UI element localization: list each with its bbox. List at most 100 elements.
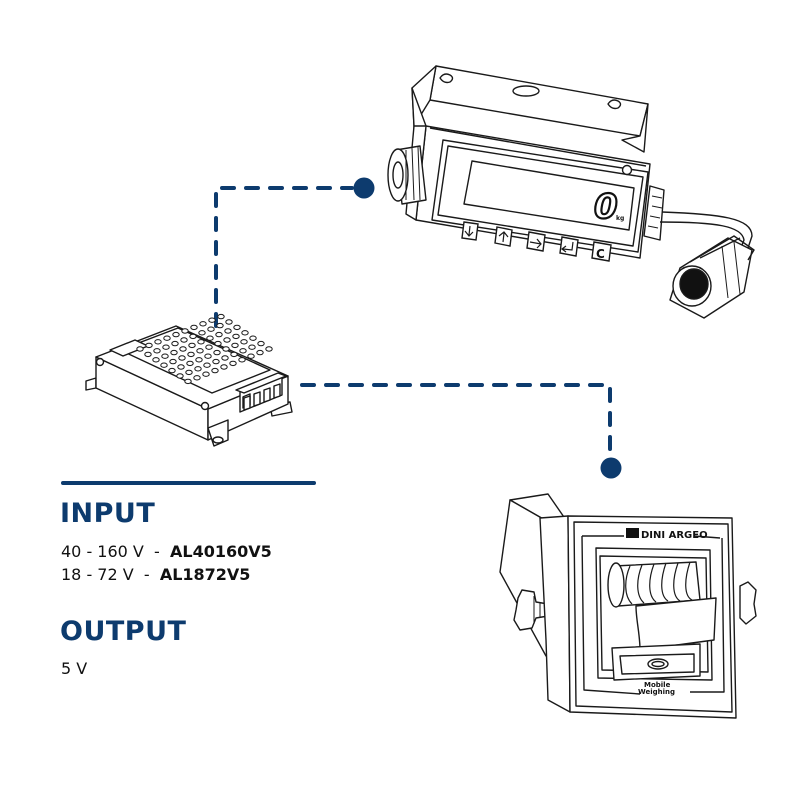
vent-hole — [221, 355, 229, 361]
vent-hole — [177, 364, 185, 370]
vent-hole — [248, 344, 256, 350]
vent-hole — [189, 333, 197, 340]
vent-hole — [154, 339, 162, 345]
vent-hole — [207, 326, 215, 332]
vent-hole — [160, 362, 168, 368]
printer-illustration: DINI ARGEO Mobile Weighing — [499, 493, 757, 719]
vent-hole — [238, 357, 246, 363]
vent-hole — [136, 346, 144, 352]
vent-hole — [180, 337, 188, 343]
vent-hole — [212, 358, 220, 365]
key-clear[interactable]: C — [591, 241, 612, 262]
vent-hole — [181, 328, 189, 334]
input-model: AL40160V5 — [170, 542, 272, 561]
input-heading: INPUT — [60, 498, 156, 529]
vent-hole — [241, 330, 249, 336]
vent-hole — [194, 366, 202, 372]
psu-vent-holes: (function(){ var g = document.currentScr… — [136, 313, 273, 385]
vent-hole — [199, 321, 207, 327]
vent-hole — [198, 330, 206, 336]
dashed-line-indicator — [214, 186, 354, 328]
indicator-readout: 0 kg — [593, 186, 624, 228]
vent-hole — [196, 348, 204, 354]
vent-hole — [233, 324, 241, 331]
indicator-knob-right — [643, 185, 665, 241]
printer-series-line2: Weighing — [638, 688, 675, 696]
vent-hole — [208, 317, 216, 323]
vent-hole — [169, 358, 177, 365]
connector-dot-printer — [600, 457, 622, 479]
vent-hole — [205, 344, 213, 350]
vent-hole — [190, 324, 198, 331]
vent-hole — [179, 346, 187, 352]
indicator-display — [463, 160, 635, 231]
vent-hole — [153, 348, 161, 354]
vent-hole — [229, 360, 237, 367]
vent-hole — [203, 362, 211, 368]
vent-hole — [163, 335, 171, 341]
vent-hole — [223, 337, 231, 343]
vent-hole — [249, 335, 257, 341]
input-spec-line: 18 - 72 V - AL1872V5 — [61, 565, 250, 584]
dini-argeo-logo-icon — [626, 528, 639, 538]
printer-knob-left — [513, 589, 549, 631]
vent-hole — [240, 339, 248, 345]
vent-hole — [232, 333, 240, 340]
vent-hole — [213, 349, 221, 356]
vent-hole — [256, 349, 264, 356]
bracket-slot — [512, 85, 540, 97]
cable-gland-connector — [669, 235, 755, 319]
vent-hole — [187, 351, 195, 358]
printer-series-line1: Mobile — [644, 681, 671, 689]
input-model: AL1872V5 — [159, 565, 251, 584]
vent-hole — [172, 331, 180, 338]
vent-hole — [220, 364, 228, 370]
vent-hole — [144, 351, 152, 358]
vent-hole — [265, 346, 273, 352]
vent-hole — [145, 342, 153, 349]
vent-hole — [188, 342, 196, 349]
vent-hole — [239, 348, 247, 354]
vent-hole — [171, 340, 179, 347]
vent-hole — [195, 357, 203, 363]
vent-hole — [222, 346, 230, 352]
connector-printer — [300, 383, 612, 458]
key-down[interactable] — [461, 221, 479, 241]
vent-hole — [214, 340, 222, 347]
vent-hole — [186, 360, 194, 367]
vent-hole — [184, 378, 192, 385]
vent-hole — [257, 340, 265, 347]
connector-dot-indicator — [353, 177, 375, 199]
printer-knob-right — [739, 581, 757, 625]
indicator-knob-left — [387, 145, 427, 205]
input-range: 18 - 72 V - — [61, 565, 160, 584]
vent-hole — [193, 375, 201, 381]
vent-hole — [168, 367, 176, 374]
input-range: 40 - 160 V - — [61, 542, 170, 561]
vent-hole — [178, 355, 186, 361]
key-right[interactable] — [526, 231, 546, 252]
key-enter[interactable] — [559, 236, 579, 257]
printer-brand: DINI ARGEO — [641, 530, 708, 541]
readout-value: 0 — [594, 187, 618, 227]
input-spec-line: 40 - 160 V - AL40160V5 — [61, 542, 272, 561]
connector-indicator — [214, 186, 354, 328]
vent-hole — [202, 371, 210, 377]
vent-hole — [215, 331, 223, 338]
vent-hole — [170, 349, 178, 356]
vent-hole — [216, 322, 224, 329]
key-up[interactable] — [494, 226, 513, 247]
vent-hole — [231, 342, 239, 349]
dashed-line-printer — [300, 383, 612, 458]
vent-hole — [224, 328, 232, 334]
vent-hole — [162, 344, 170, 350]
power-supply-illustration: (function(){ var g = document.currentScr… — [85, 313, 293, 447]
vent-hole — [247, 353, 255, 359]
vent-hole — [176, 373, 184, 379]
vent-hole — [217, 313, 225, 320]
indicator-led — [621, 164, 633, 176]
readout-unit: kg — [616, 215, 624, 222]
indicator-keypad: C — [461, 221, 612, 262]
